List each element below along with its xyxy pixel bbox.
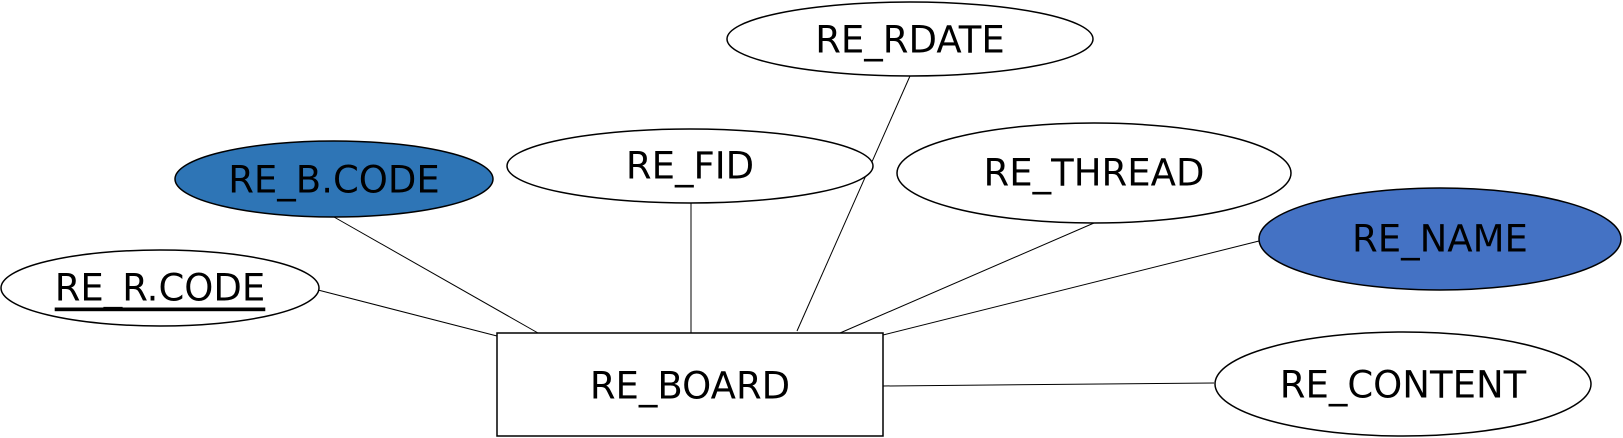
- attribute-rdate-label: RE_RDATE: [815, 19, 1005, 62]
- entity-re-board-box: [496, 332, 884, 437]
- attribute-fid: RE_FID: [506, 128, 874, 204]
- attribute-content-label: RE_CONTENT: [1280, 364, 1527, 407]
- attribute-thread-label: RE_THREAD: [984, 152, 1205, 195]
- attribute-content: RE_CONTENT: [1214, 331, 1592, 437]
- attribute-fid-label: RE_FID: [626, 145, 754, 188]
- attribute-fid-ellipse: [506, 128, 874, 204]
- entity-re-board: RE_BOARD: [496, 332, 884, 437]
- connector-rcode: [317, 289, 498, 337]
- attribute-thread: RE_THREAD: [896, 122, 1292, 224]
- connector-name: [882, 240, 1260, 336]
- attribute-name-ellipse: [1258, 187, 1622, 291]
- attribute-rcode: RE_R.CODE: [0, 249, 320, 327]
- attribute-thread-ellipse: [896, 122, 1292, 224]
- attribute-rdate-ellipse: [726, 1, 1094, 77]
- attribute-bcode: RE_B.CODE: [174, 140, 494, 218]
- attribute-rcode-ellipse: [0, 249, 320, 327]
- connector-thread: [839, 222, 1095, 334]
- connector-content: [882, 382, 1215, 387]
- attribute-rdate: RE_RDATE: [726, 1, 1094, 77]
- attribute-bcode-label: RE_B.CODE: [228, 159, 440, 202]
- connector-bcode: [333, 216, 539, 334]
- entity-re-board-label: RE_BOARD: [590, 365, 790, 408]
- connector-rdate: [796, 75, 911, 332]
- attribute-name: RE_NAME: [1258, 187, 1622, 291]
- attribute-content-ellipse: [1214, 331, 1592, 437]
- connectors: [317, 75, 1260, 387]
- attribute-name-label: RE_NAME: [1352, 218, 1528, 261]
- attribute-rcode-label: RE_R.CODE: [55, 267, 266, 310]
- attribute-bcode-ellipse: [174, 140, 494, 218]
